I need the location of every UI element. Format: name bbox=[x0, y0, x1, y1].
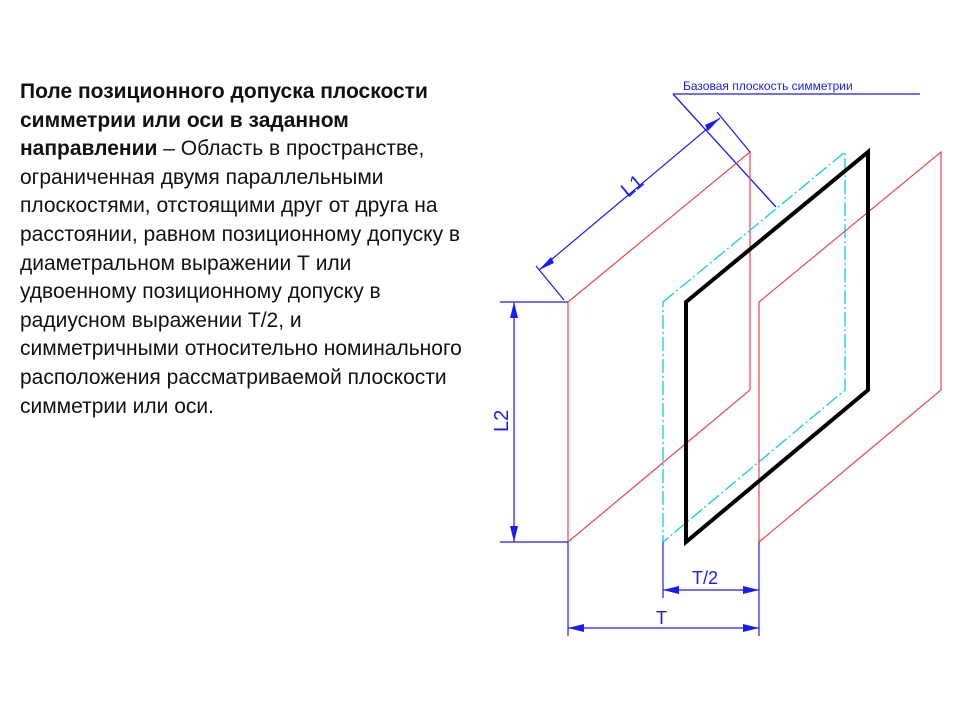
base-plane-callout: Базовая плоскость симметрии bbox=[672, 79, 920, 208]
t-label: T bbox=[656, 608, 667, 628]
half-t-label: T/2 bbox=[692, 568, 718, 588]
base-plane-label: Базовая плоскость симметрии bbox=[683, 79, 853, 93]
definition-text: Поле позиционного допуска плоскости симм… bbox=[20, 78, 465, 421]
nominal-symmetry-plane bbox=[662, 150, 846, 544]
dimension-l1: L1 bbox=[535, 111, 751, 301]
definition-term: Поле позиционного допуска плоскости симм… bbox=[20, 80, 428, 161]
definition-dash: – bbox=[157, 137, 181, 161]
dimension-half-t: T/2 bbox=[662, 542, 760, 598]
considered-plane bbox=[684, 147, 870, 547]
right-tolerance-plane bbox=[758, 150, 942, 544]
dimension-l2: L2 bbox=[491, 301, 568, 543]
l2-label: L2 bbox=[491, 410, 513, 432]
l1-label: L1 bbox=[617, 171, 648, 202]
definition-body: Область в пространстве, ограниченная дву… bbox=[20, 137, 462, 418]
left-tolerance-plane bbox=[567, 150, 751, 544]
dimension-t: T bbox=[567, 542, 760, 636]
